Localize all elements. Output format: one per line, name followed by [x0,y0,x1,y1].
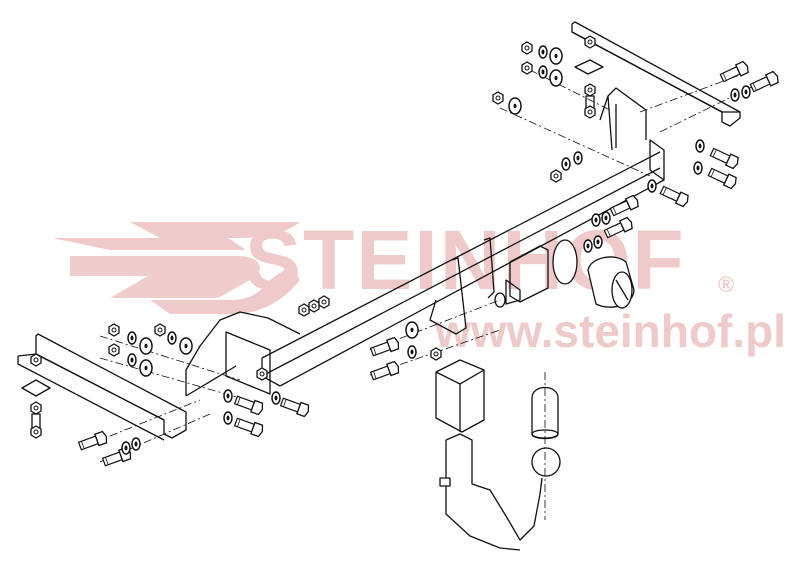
left-mount-plate [185,311,301,397]
right-mount-plate [599,87,647,151]
receiver-block [435,359,485,433]
watermark-url: www.steinhof.pl [435,305,786,357]
tow-ball-arm [439,433,561,551]
socket-plates [429,237,495,335]
socket-bracket [494,239,578,308]
ball-cap [531,386,559,440]
electrical-socket [587,256,635,309]
right-side-bracket [571,21,741,127]
watermark-registered-mark: ® [718,272,735,297]
